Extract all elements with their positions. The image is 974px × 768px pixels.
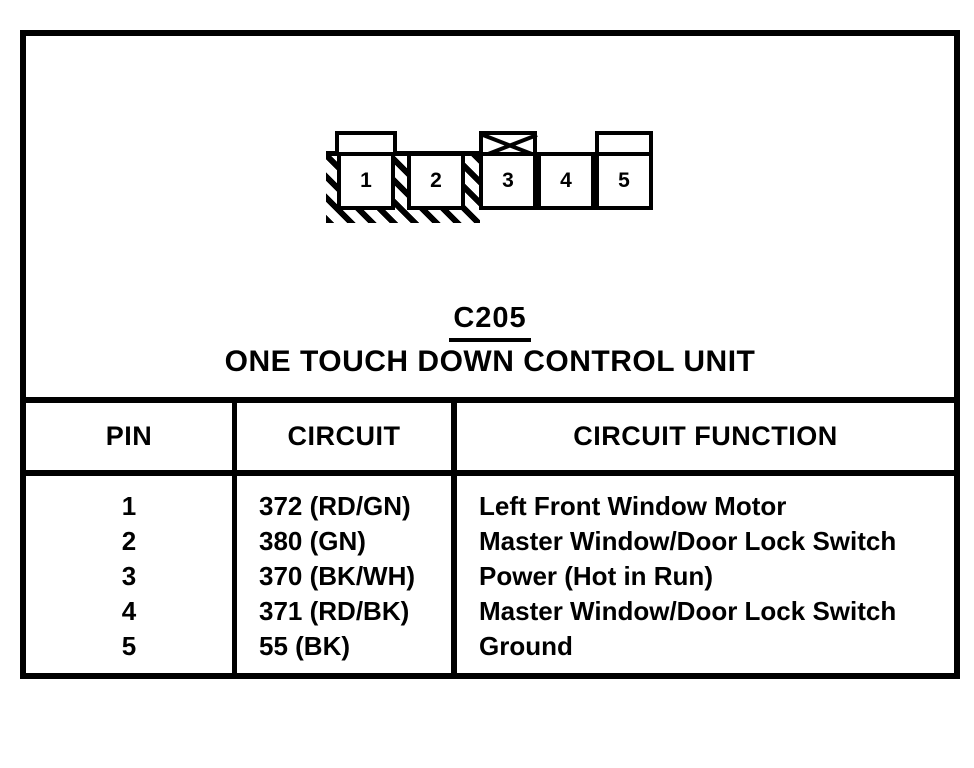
- table-cell-circuit: 372 (RD/GN): [259, 491, 411, 521]
- page-border-frame: 1 2 3 4 5 C205 ONE TOUCH DOWN CONTROL UN…: [20, 30, 960, 679]
- header-circuit: CIRCUIT: [237, 403, 457, 470]
- pin-number: 1: [360, 169, 372, 192]
- connector-pin-3: 3: [479, 152, 537, 210]
- connector-pin-2: 2: [407, 152, 465, 210]
- connector-id-text: C205: [449, 302, 531, 342]
- connector-id-label: C205: [26, 302, 954, 342]
- table-cell-circuit: 380 (GN): [259, 526, 366, 556]
- table-cell-pin: 2: [121, 526, 137, 556]
- header-function: CIRCUIT FUNCTION: [573, 421, 838, 451]
- connector-pin-1: 1: [337, 152, 395, 210]
- function-column: Left Front Window Motor Master Window/Do…: [457, 476, 954, 673]
- table-header-row: PIN CIRCUIT CIRCUIT FUNCTION: [26, 403, 954, 476]
- table-cell-function: Master Window/Door Lock Switch: [479, 526, 897, 556]
- pin-column: 1 2 3 4 5: [26, 476, 237, 673]
- table-cell-circuit: 371 (RD/BK): [259, 596, 410, 626]
- circuit-column: 372 (RD/GN) 380 (GN) 370 (BK/WH) 371 (RD…: [237, 476, 457, 673]
- pin-number: 5: [618, 169, 630, 192]
- table-cell-function: Master Window/Door Lock Switch: [479, 596, 897, 626]
- table-cell-pin: 1: [121, 491, 137, 521]
- table-cell-pin: 4: [121, 596, 137, 626]
- connector-pin-4: 4: [537, 152, 595, 210]
- connector-title: ONE TOUCH DOWN CONTROL UNIT: [224, 345, 756, 378]
- connector-pin-5: 5: [595, 152, 653, 210]
- pin-number: 4: [560, 169, 572, 192]
- pinout-table: PIN CIRCUIT CIRCUIT FUNCTION 1 2 3 4 5 3…: [26, 397, 954, 673]
- table-cell-pin: 5: [121, 631, 137, 661]
- table-cell-pin: 3: [121, 561, 137, 591]
- table-body: 1 2 3 4 5 372 (RD/GN) 380 (GN) 370 (BK/W…: [26, 476, 954, 673]
- table-cell-function: Ground: [479, 631, 573, 661]
- table-cell-circuit: 370 (BK/WH): [259, 561, 416, 591]
- table-cell-circuit: 55 (BK): [259, 631, 351, 661]
- pin-number: 2: [430, 169, 442, 192]
- pin-number: 3: [502, 169, 514, 192]
- connector-diagram: 1 2 3 4 5: [26, 36, 954, 246]
- connector-tab-pin1: [335, 131, 397, 156]
- header-pin: PIN: [26, 403, 237, 470]
- table-cell-function: Left Front Window Motor: [479, 491, 787, 521]
- table-cell-function: Power (Hot in Run): [479, 561, 713, 591]
